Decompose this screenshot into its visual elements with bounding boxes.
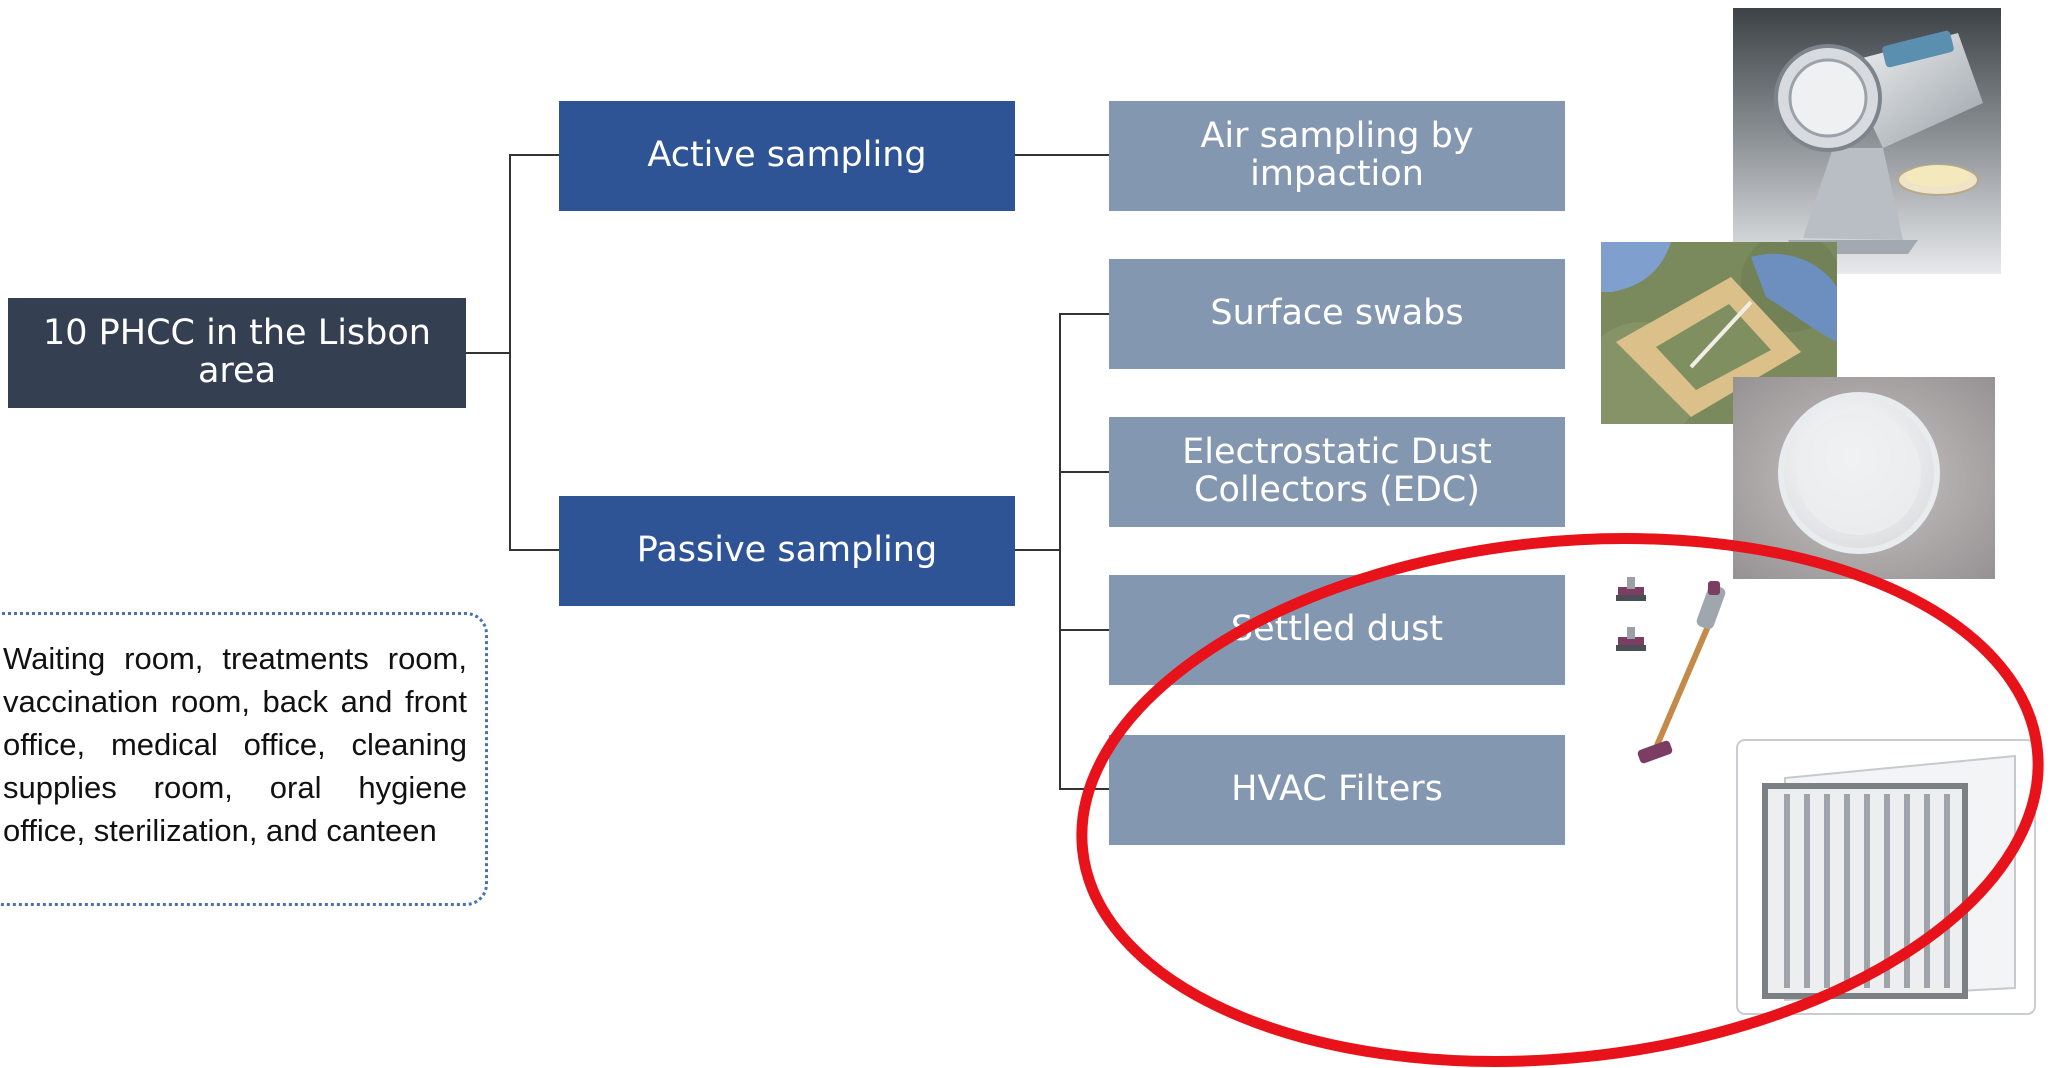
leaf-hvac-filters-label: HVAC Filters xyxy=(1231,769,1443,810)
root-node: 10 PHCC in the Lisbon area xyxy=(8,298,466,408)
connector-to-edc xyxy=(1059,471,1109,473)
root-node-label: 10 PHCC in the Lisbon area xyxy=(43,313,431,391)
leaf-air-sampling-label: Air sampling by impaction xyxy=(1200,116,1474,194)
leaf-surface-swabs: Surface swabs xyxy=(1109,259,1565,369)
rooms-note: Waiting room, treatments room, vaccinati… xyxy=(0,612,488,906)
connector-to-passive xyxy=(509,549,559,551)
connector-to-hvac xyxy=(1059,788,1109,790)
connector-passive-vertical xyxy=(1059,313,1061,790)
branch-passive-sampling: Passive sampling xyxy=(559,496,1015,606)
leaf-edc: Electrostatic Dust Collectors (EDC) xyxy=(1109,417,1565,527)
rooms-note-text: Waiting room, treatments room, vaccinati… xyxy=(3,641,467,849)
branch-active-sampling-label: Active sampling xyxy=(647,135,927,176)
connector-root-stub xyxy=(466,352,510,354)
connector-to-active xyxy=(509,154,559,156)
vacuum-cleaner-photo xyxy=(1610,575,1740,775)
leaf-settled-dust-label: Settled dust xyxy=(1230,609,1444,650)
leaf-edc-label: Electrostatic Dust Collectors (EDC) xyxy=(1182,432,1492,510)
connector-passive-stub xyxy=(1015,549,1060,551)
branch-passive-sampling-label: Passive sampling xyxy=(636,530,938,571)
connector-root-vertical xyxy=(509,154,511,550)
leaf-air-sampling: Air sampling by impaction xyxy=(1109,101,1565,211)
leaf-settled-dust: Settled dust xyxy=(1109,575,1565,685)
connector-to-settled-dust xyxy=(1059,629,1109,631)
edc-dish-photo xyxy=(1733,377,1995,579)
branch-active-sampling: Active sampling xyxy=(559,101,1015,211)
leaf-hvac-filters: HVAC Filters xyxy=(1109,735,1565,845)
air-sampler-photo xyxy=(1733,8,2001,274)
hvac-filter-photo xyxy=(1735,738,2037,1016)
leaf-surface-swabs-label: Surface swabs xyxy=(1210,293,1464,334)
connector-to-swabs xyxy=(1059,313,1109,315)
connector-active-to-air xyxy=(1015,154,1109,156)
